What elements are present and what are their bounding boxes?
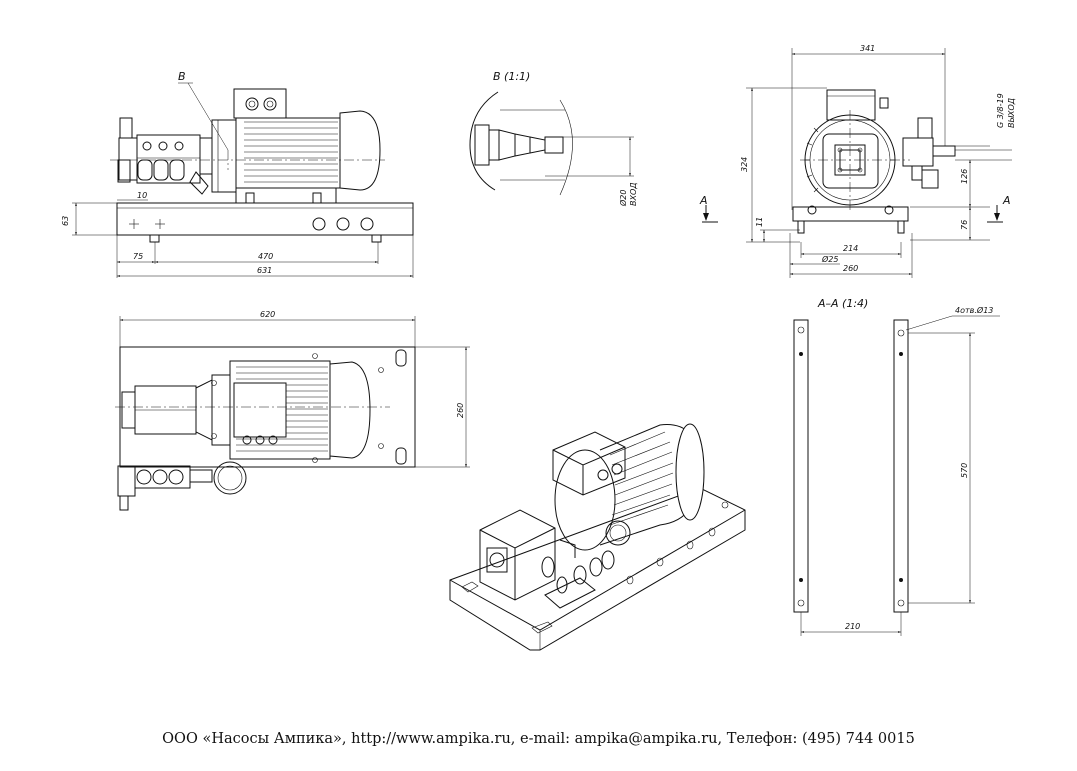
front-view: B 63 10 75 470 631 [61,70,414,278]
front-leader-label: B [178,70,186,83]
side-section-mark-left: A [699,194,708,207]
side-dim-w214: 214 [843,244,858,253]
front-dim-left: 75 [133,252,143,261]
detail-title: B (1:1) [493,70,530,83]
side-outlet-label: ВЫХОД [1007,98,1016,128]
side-dim-w260: 260 [843,264,858,273]
top-view: 620 260 [115,310,470,511]
front-dim-total: 631 [257,266,272,275]
side-dim-h126: 126 [960,169,969,184]
side-dim-w25: Ø25 [821,254,838,264]
front-dim-height: 63 [61,216,70,226]
side-dim-width-top: 341 [860,44,875,53]
side-dim-height: 324 [740,157,749,172]
section-dim-width: 210 [845,622,860,631]
front-dim-offset: 10 [137,191,147,200]
detail-dim-diameter: Ø20 [618,190,628,207]
section-holes-note: 4отв.Ø13 [955,305,993,315]
section-a-a: A–A (1:4) 4отв.Ø13 570 210 [793,297,1000,636]
side-dim-h76: 76 [960,220,969,230]
detail-inlet-label: ВХОД [629,182,638,206]
side-dim-outlet-thread: G 3/8-19 [996,93,1005,128]
top-dim-depth: 260 [456,403,465,418]
isometric-view [449,423,746,651]
side-dim-h11: 11 [755,217,764,227]
detail-view-b: B (1:1) Ø20 ВХОД [469,70,638,207]
top-dim-width: 620 [260,310,275,319]
section-title: A–A (1:4) [817,297,868,310]
side-view: 341 324 11 G 3/8-19 ВЫХОД 126 76 214 Ø25… [699,44,1016,278]
front-dim-span: 470 [258,252,273,261]
section-dim-height: 570 [960,463,969,478]
side-section-mark-right: A [1002,194,1011,207]
company-footer: ООО «Насосы Ампика», http://www.ampika.r… [162,731,915,747]
